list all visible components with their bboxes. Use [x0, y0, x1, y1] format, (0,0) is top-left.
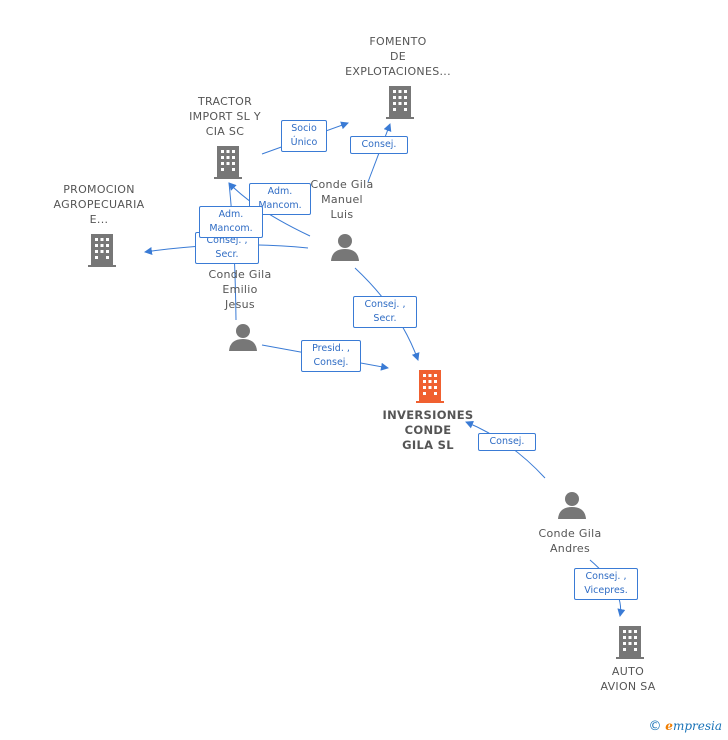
building-icon[interactable] [213, 144, 243, 180]
person-icon[interactable] [228, 322, 258, 352]
footer-brand: © empresia [648, 719, 722, 734]
brand-name: mpresia [672, 719, 722, 733]
edge-label-adm-mancom-2[interactable]: Adm. Mancom. [199, 206, 263, 238]
brand-first-letter: e [665, 719, 673, 733]
node-label-emilio: Conde Gila Emilio Jesus [208, 268, 272, 311]
copyright-symbol: © [648, 719, 662, 734]
node-label-manuel: Conde Gila Manuel Luis [310, 178, 374, 221]
building-icon[interactable] [615, 624, 645, 660]
edge-label-consej-andres[interactable]: Consej. [478, 433, 536, 451]
edge-label-presid-consej[interactable]: Presid. , Consej. [301, 340, 361, 372]
edge-label-consej-fomento[interactable]: Consej. [350, 136, 408, 154]
node-label-tractor: TRACTOR IMPORT SL Y CIA SC [189, 95, 261, 138]
edge-label-socio-unico[interactable]: Socio Único [281, 120, 327, 152]
node-label-fomento: FOMENTO DE EXPLOTACIONES... [345, 35, 451, 78]
node-label-inversiones: INVERSIONES CONDE GILA SL [382, 408, 474, 452]
building-icon[interactable] [385, 84, 415, 120]
building-icon[interactable] [415, 368, 445, 404]
person-icon[interactable] [330, 232, 360, 262]
edge-label-consej-secr-manuel[interactable]: Consej. , Secr. [353, 296, 417, 328]
node-label-promocion: PROMOCION AGROPECUARIA E... [53, 183, 145, 226]
node-label-auto: AUTO AVION SA [600, 665, 656, 693]
person-icon[interactable] [557, 490, 587, 520]
edge-label-consej-vicepres[interactable]: Consej. , Vicepres. [574, 568, 638, 600]
node-label-andres: Conde Gila Andres [538, 527, 602, 555]
building-icon[interactable] [87, 232, 117, 268]
